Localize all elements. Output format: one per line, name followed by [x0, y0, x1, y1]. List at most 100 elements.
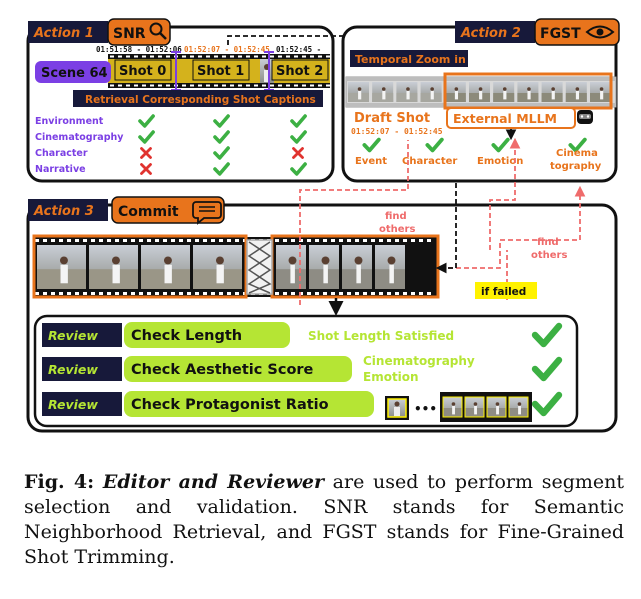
cross-icon [140, 147, 152, 159]
sprocket-hole [67, 239, 71, 242]
draft-frame [517, 82, 539, 102]
sprocket-hole [123, 292, 127, 295]
criterion-emotion: Emotion [477, 156, 523, 167]
sprocket-hole [190, 84, 194, 87]
splice-joiner [246, 239, 273, 295]
shot0-timestamp: 01:51:58 - 01:52:06 [96, 45, 182, 54]
if-failed-label: if failed [481, 286, 526, 298]
sprocket-hole [182, 55, 186, 58]
sprocket-hole [270, 84, 274, 87]
sprocket-hole [275, 292, 279, 295]
sprocket-hole [254, 55, 258, 58]
sprocket-hole [198, 84, 202, 87]
sprocket-hole [75, 239, 79, 242]
check-icon [290, 162, 307, 176]
sprocket-hole [59, 292, 63, 295]
sprocket-hole [195, 292, 199, 295]
shot0-box[interactable] [114, 59, 172, 81]
sprocket-hole [387, 292, 391, 295]
sprocket-hole [275, 239, 279, 242]
sprocket-hole [286, 55, 290, 58]
sprocket-hole [219, 239, 223, 242]
protagonist-frame [465, 397, 484, 417]
sprocket-hole [35, 292, 39, 295]
draft-frames [348, 82, 611, 102]
sprocket-hole [214, 55, 218, 58]
sprocket-hole [126, 84, 130, 87]
sprocket-hole [291, 239, 295, 242]
sprocket-hole [403, 239, 407, 242]
sprocket-hole [278, 55, 282, 58]
sprocket-hole [262, 84, 266, 87]
sprocket-hole [254, 84, 258, 87]
protagonist-ellipsis: ••• [414, 402, 437, 416]
row-narrative-label: Narrative [35, 164, 86, 175]
find-others-loop-1 [299, 140, 409, 305]
retrieval-banner-text: Retrieval Corresponding Shot Captions [85, 94, 316, 106]
criterion-character: Character [402, 156, 457, 167]
sprocket-hole [238, 84, 242, 87]
fgst-tool-badge [534, 18, 620, 46]
sprocket-hole [134, 84, 138, 87]
sprocket-hole [35, 239, 39, 242]
caption-figure-label: Fig. 4: [24, 471, 95, 493]
sprocket-hole [190, 55, 194, 58]
commit-frame [89, 245, 138, 289]
find-others-loop-3 [440, 185, 586, 269]
sprocket-hole [315, 292, 319, 295]
sprocket-hole [347, 292, 351, 295]
commit-frame [276, 245, 306, 289]
existing-segment-highlight [32, 234, 248, 299]
sprocket-hole [326, 84, 330, 87]
check-name-badge [124, 322, 290, 348]
criterion-cinematography-line2: tography [550, 161, 602, 172]
check-icon [213, 162, 230, 176]
shot1-label: Shot 1 [197, 64, 244, 79]
cross-icon [140, 163, 152, 175]
sprocket-hole [318, 55, 322, 58]
shot0-label: Shot 0 [119, 64, 166, 79]
sprocket-hole [131, 239, 135, 242]
action2-label: Action 2 [460, 26, 521, 41]
shot2-box[interactable] [271, 59, 329, 81]
sprocket-hole [395, 239, 399, 242]
sprocket-hole [187, 239, 191, 242]
sprocket-hole [139, 292, 143, 295]
action2-tag-bg [455, 21, 535, 43]
sprocket-hole [126, 55, 130, 58]
check-name: Check Protagonist Ratio [131, 397, 329, 413]
protagonist-box [486, 396, 507, 418]
sprocket-hole [123, 239, 127, 242]
shot1-box[interactable] [192, 59, 250, 81]
sprocket-hole [158, 84, 162, 87]
sprocket-hole [379, 239, 383, 242]
sprocket-hole [227, 292, 231, 295]
trimmed-shot-connector [435, 183, 457, 274]
sprocket-hole [363, 292, 367, 295]
sprocket-hole [299, 292, 303, 295]
sprocket-hole [179, 292, 183, 295]
sprocket-hole [278, 84, 282, 87]
sprocket-hole [339, 292, 343, 295]
sprocket-hole [118, 84, 122, 87]
check-icon [290, 130, 307, 144]
sprocket-hole [214, 84, 218, 87]
protagonist-frame [487, 397, 506, 417]
sprocket-hole [286, 84, 290, 87]
find-others-label-1-line2: others [379, 224, 415, 235]
sprocket-hole [355, 292, 359, 295]
commit-frame [193, 245, 242, 289]
review-tag [42, 392, 122, 416]
action3-tag-bg [28, 199, 108, 221]
check-icon [213, 146, 230, 160]
snr-tool-badge [107, 18, 171, 46]
sprocket-hole [99, 292, 103, 295]
review-word: Review [48, 362, 98, 377]
sprocket-hole [171, 292, 175, 295]
draft-frame [372, 82, 394, 102]
sprocket-hole [315, 239, 319, 242]
sprocket-hole [246, 55, 250, 58]
check-icon [568, 137, 587, 153]
sprocket-hole [294, 84, 298, 87]
